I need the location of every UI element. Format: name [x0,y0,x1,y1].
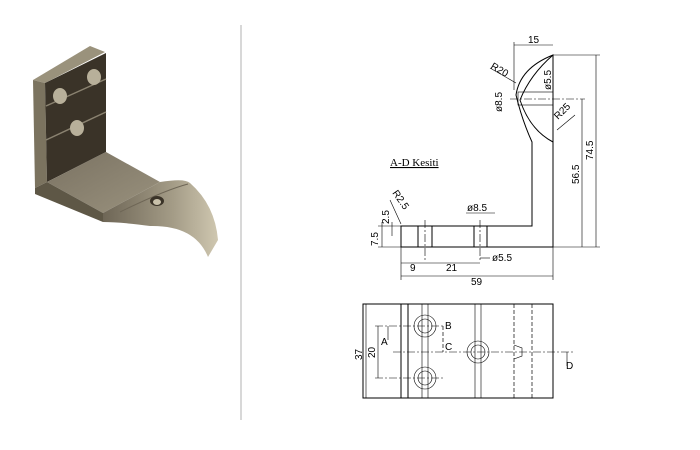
dim-hole-large-base: ø8.5 [467,203,487,214]
dim-base-thickness: 7.5 [370,232,381,246]
marker-a: A [381,337,388,348]
dim-hole-spacing: 21 [446,263,458,274]
dim-total-length: 59 [471,277,483,288]
dim-plan-width: 37 [354,348,365,360]
section-title: A-D Kesiti [390,157,439,169]
marker-d: D [566,361,573,372]
marker-c: C [445,342,452,353]
dim-plan-hole-spacing: 20 [367,346,378,358]
dim-counterbore-depth: 2.5 [381,210,392,224]
section-view: A-D Kesiti 15 R20 ø5.5 ø8.5 R25 74.5 56.… [370,35,600,288]
plan-view: 37 20 A B C D [354,303,575,399]
dim-hole-large-top: ø8.5 [494,92,505,112]
isometric-part-render [33,46,218,257]
dim-top-width: 15 [528,35,540,46]
dim-hole-small-top: ø5.5 [543,70,554,90]
marker-b: B [445,321,452,332]
dim-first-hole-offset: 9 [410,263,416,274]
dim-hole-small-base: ø5.5 [492,253,512,264]
dim-total-height: 74.5 [585,140,596,160]
dim-hole-center-height: 56.5 [571,164,582,184]
dim-radius-top: R20 [489,61,511,80]
dim-radius-base: R2.5 [390,188,411,212]
